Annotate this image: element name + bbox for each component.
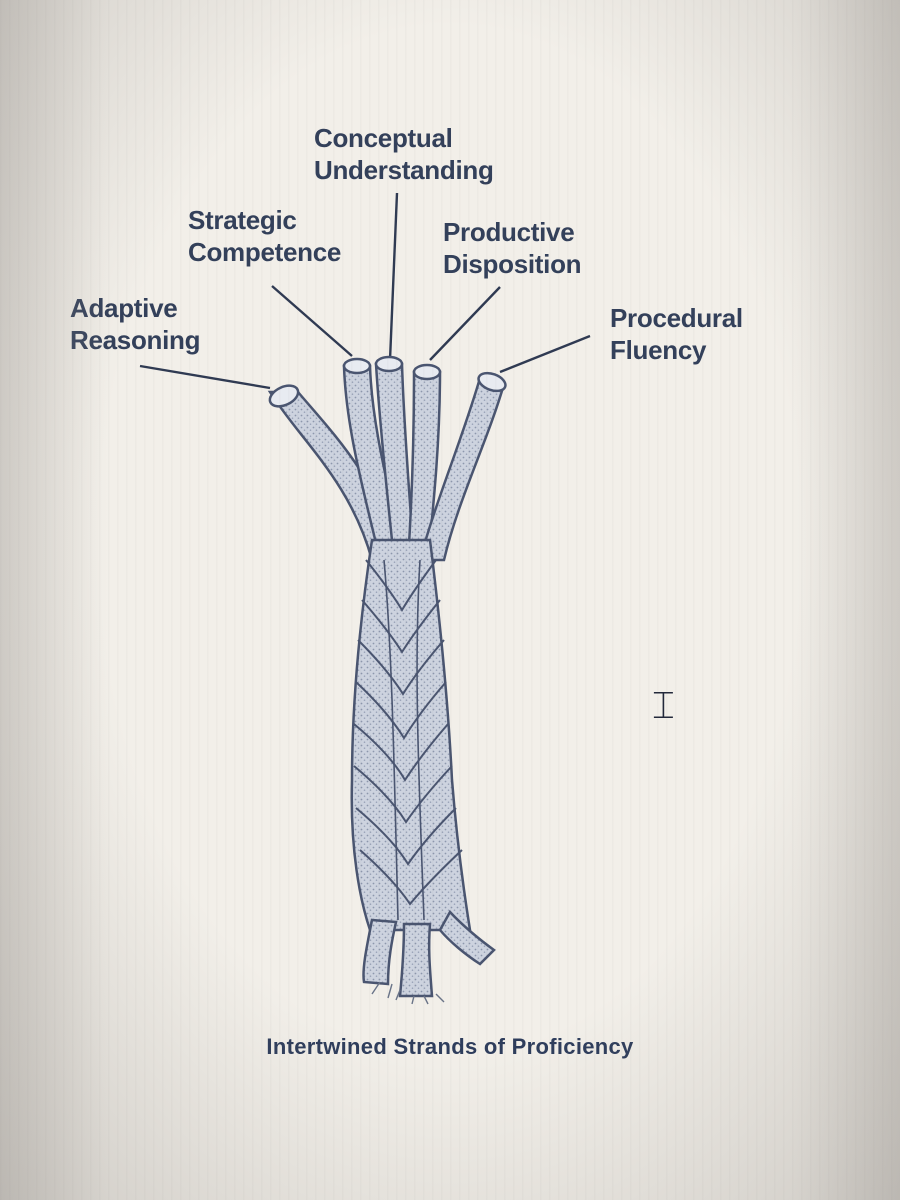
leader-line-procedural-fluency <box>499 334 591 374</box>
end-cap-adaptive-reasoning <box>268 384 300 408</box>
frayed-fibers <box>371 981 445 1005</box>
loose-strands <box>267 362 506 562</box>
label-line: Understanding <box>314 155 494 185</box>
label-line: Disposition <box>443 249 582 279</box>
leader-line-conceptual-understanding <box>388 192 399 361</box>
figure-caption: Intertwined Strands of Proficiency <box>266 1034 634 1059</box>
end-cap-conceptual-understanding <box>374 355 404 373</box>
label-strategic-competence: Strategic Competence <box>188 204 341 268</box>
frayed-tips <box>362 909 496 998</box>
label-line: Competence <box>188 237 342 267</box>
label-productive-disposition: Productive Disposition <box>443 216 582 280</box>
tip-right <box>438 909 496 966</box>
label-line: Productive <box>443 217 575 247</box>
label-line: Fluency <box>610 335 707 365</box>
label-line: Procedural <box>610 303 743 333</box>
tip-mid <box>398 922 434 998</box>
strand-procedural-fluency <box>418 376 506 562</box>
label-conceptual-understanding: Conceptual Understanding <box>314 122 494 186</box>
label-line: Reasoning <box>70 325 201 355</box>
end-cap-strategic-competence <box>342 357 372 375</box>
braided-rope <box>350 538 472 932</box>
label-procedural-fluency: Procedural Fluency <box>610 302 743 366</box>
text-cursor-icon: ⌶ <box>652 683 675 727</box>
label-line: Adaptive <box>70 293 178 323</box>
end-cap-productive-disposition <box>412 363 442 381</box>
rope-body <box>350 538 472 932</box>
label-line: Strategic <box>188 205 297 235</box>
leader-line-productive-disposition <box>429 286 501 361</box>
leader-line-adaptive-reasoning <box>139 364 271 390</box>
label-line: Conceptual <box>314 123 453 153</box>
leader-lines <box>139 192 591 390</box>
strand-end-caps <box>268 355 507 408</box>
braid-seams <box>383 559 425 921</box>
end-cap-procedural-fluency <box>477 371 507 393</box>
tip-left <box>362 918 398 986</box>
leader-line-strategic-competence <box>271 285 353 357</box>
braid-chevrons <box>353 559 463 906</box>
label-adaptive-reasoning: Adaptive Reasoning <box>70 292 201 356</box>
